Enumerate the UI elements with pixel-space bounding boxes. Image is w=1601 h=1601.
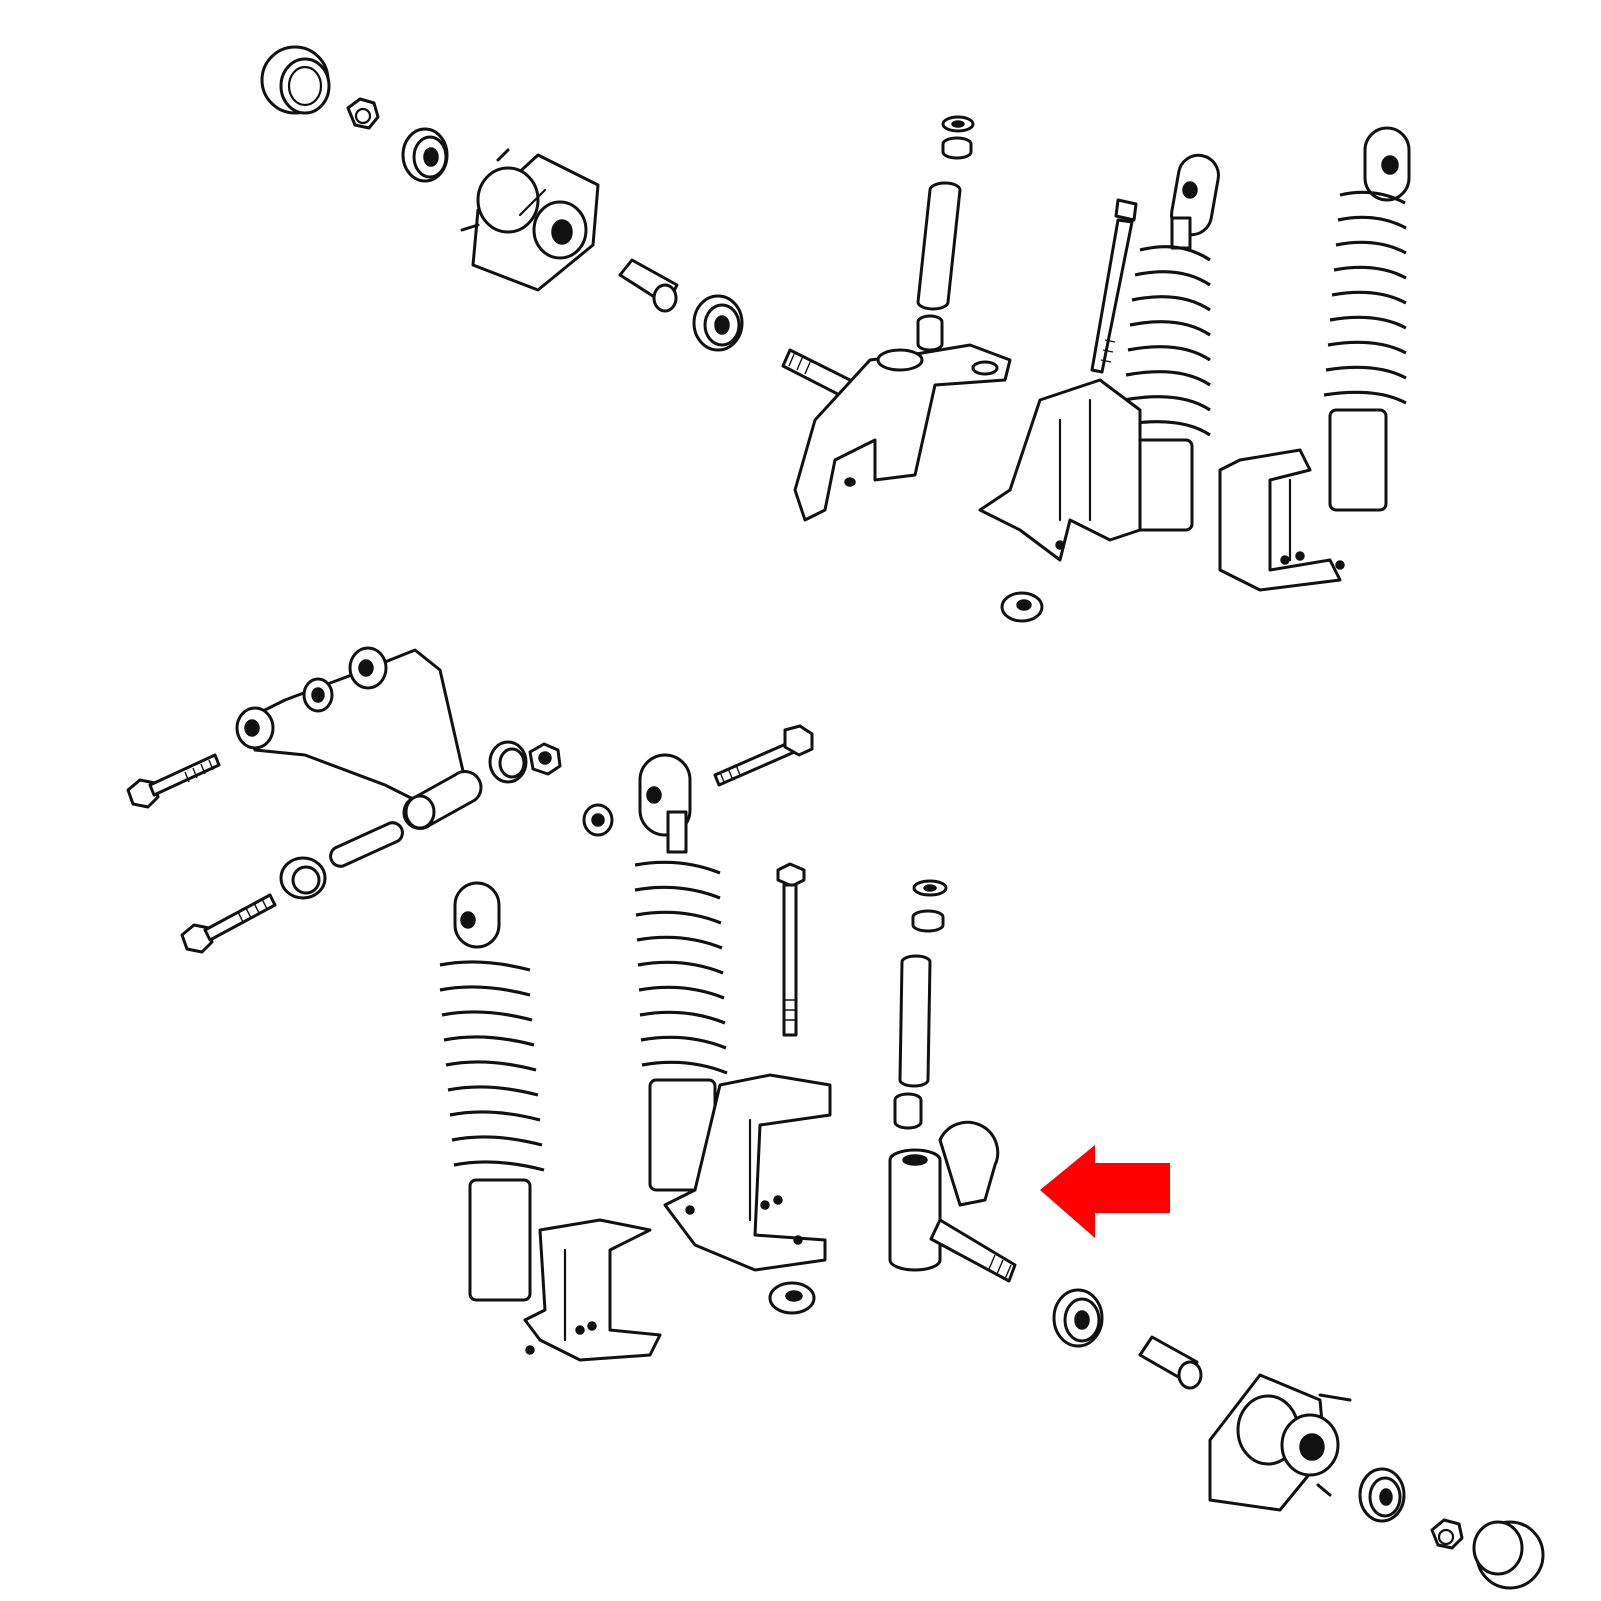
upper-hub-nut	[346, 97, 380, 130]
upper-dust-cap	[260, 45, 331, 115]
lower-shock-bolt-vertical	[776, 862, 806, 1037]
lower-shock-absorber-left	[439, 881, 662, 1362]
upper-flange-nut	[1000, 591, 1044, 623]
lower-spacer-tube	[1138, 1335, 1203, 1390]
upper-spindle	[781, 343, 1012, 522]
lower-inner-bearing	[1052, 1288, 1104, 1348]
upper-inner-bearing	[692, 294, 744, 352]
lower-spindle	[888, 1120, 1017, 1283]
lower-shock-nut	[582, 803, 614, 837]
lower-arm-bushing-left	[279, 856, 327, 900]
lower-kingpin-bushing-bottom	[893, 1092, 923, 1130]
lower-shock-bolt-top	[713, 724, 814, 787]
lower-arm-bushing-top	[302, 677, 334, 713]
lower-kingpin	[898, 954, 932, 1088]
lower-outer-bearing	[1358, 1467, 1406, 1523]
lower-arm-bushing-right	[488, 740, 528, 784]
upper-hub	[460, 148, 600, 292]
lower-kingpin-bushing-top	[911, 909, 945, 933]
upper-outer-bearing	[401, 127, 449, 183]
upper-shock-absorber-center	[978, 153, 1220, 562]
upper-kingpin	[916, 181, 962, 311]
lower-dust-cap	[1472, 1520, 1545, 1590]
upper-kingpin-bushing-bottom	[916, 314, 944, 352]
lower-a-arm	[235, 646, 483, 830]
lower-hub	[1208, 1373, 1352, 1512]
upper-shock-bolt	[1090, 198, 1138, 374]
lower-flange-nut	[768, 1281, 816, 1315]
lower-arm-sleeve	[329, 821, 404, 868]
upper-shock-absorber-right	[1218, 126, 1411, 592]
lower-kingpin-washer	[912, 879, 948, 897]
upper-spacer-tube	[618, 258, 679, 313]
upper-wheel-assembly	[260, 45, 1411, 623]
lower-hub-nut	[1430, 1518, 1464, 1550]
callout-arrow	[1040, 1145, 1170, 1238]
lower-arm-bolt-bottom	[180, 893, 277, 954]
lower-arm-nut	[528, 742, 562, 776]
lower-arm-bolt-top	[126, 753, 221, 809]
upper-kingpin-washer	[941, 115, 975, 133]
upper-kingpin-bushing-top	[941, 136, 973, 160]
lower-shock-absorber-center	[634, 753, 832, 1272]
lower-wheel-assembly	[126, 646, 1545, 1590]
